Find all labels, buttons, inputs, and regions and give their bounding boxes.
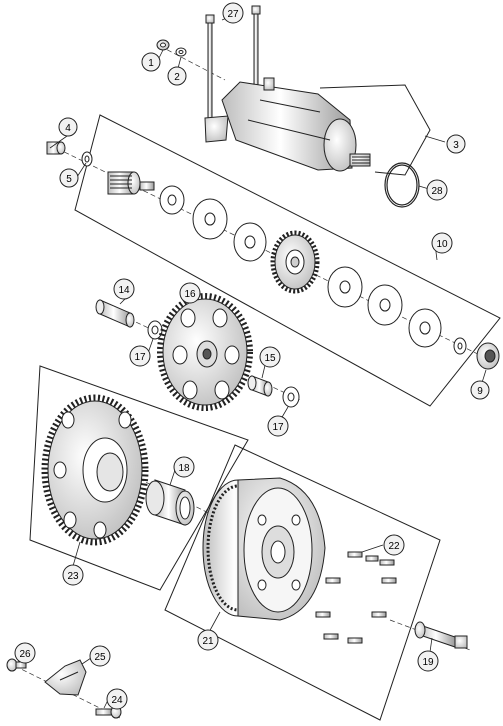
washer-10-c (233, 222, 267, 262)
callout-label-17-upper: 17 (134, 352, 146, 363)
intermediate-gear-10 (270, 230, 320, 294)
callout-19: 19 (417, 650, 439, 672)
rotor-bolts-part-22 (315, 551, 397, 644)
idler-gear-part-16 (157, 293, 253, 411)
freewheel-rotor-part-21 (202, 477, 326, 621)
callout-2: 2 (167, 66, 187, 86)
callout-23: 23 (62, 564, 84, 586)
axis-bolts (159, 45, 226, 81)
callout-21: 21 (197, 629, 219, 651)
rotor-bolt-1 (347, 551, 363, 558)
rotor-bolt-3 (379, 559, 395, 566)
callout-label-27: 27 (227, 9, 239, 20)
washer-part-2 (175, 47, 187, 57)
bracket-part-25 (44, 659, 87, 696)
callout-4: 4 (58, 117, 78, 137)
callout-17-lower: 17 (267, 415, 289, 437)
callout-label-5: 5 (66, 174, 72, 185)
rotor-bolt-4 (325, 577, 341, 584)
washer-10-g (453, 337, 467, 355)
callout-label-21: 21 (202, 636, 214, 647)
washer-10-f (408, 308, 442, 348)
callout-label-25: 25 (94, 652, 106, 663)
washer-10-b (192, 198, 228, 240)
callout-label-10: 10 (436, 239, 448, 250)
washer-part-17-lower (282, 386, 300, 408)
frame-group-23 (29, 365, 249, 591)
washer-part-5 (81, 151, 93, 167)
callout-5: 5 (59, 168, 79, 188)
pinion-gear (107, 171, 155, 195)
callout-18: 18 (173, 456, 195, 478)
starter-bolt-right (251, 5, 261, 87)
callout-label-19: 19 (422, 657, 434, 668)
callout-label-4: 4 (65, 123, 71, 134)
starter-bolt-left (205, 14, 215, 119)
nut-part-1 (156, 39, 170, 51)
callout-label-23: 23 (67, 571, 79, 582)
callout-label-28: 28 (431, 186, 443, 197)
washer-part-17-upper (147, 320, 163, 340)
washer-10-e (367, 284, 403, 326)
needle-bearing-part-18 (145, 479, 195, 526)
callout-16: 16 (179, 282, 201, 304)
callout-label-24: 24 (111, 695, 123, 706)
callout-label-1: 1 (148, 58, 154, 69)
sleeve-part-15 (247, 375, 273, 397)
callout-1: 1 (141, 52, 161, 72)
callout-26: 26 (14, 642, 36, 664)
callout-label-9: 9 (477, 386, 483, 397)
callout-label-16: 16 (184, 289, 196, 300)
callout-label-14: 14 (118, 285, 130, 296)
rotor-bolt-8 (323, 633, 339, 640)
callout-label-22: 22 (388, 541, 400, 552)
washer-10-d (327, 266, 363, 308)
callout-17-upper: 17 (129, 345, 151, 367)
frame-group-3 (319, 84, 431, 176)
bearing-part-9 (476, 342, 500, 370)
bushing-part-4 (46, 141, 66, 155)
callout-label-17-lower: 17 (272, 422, 284, 433)
callout-label-3: 3 (453, 140, 459, 151)
frame-group-10 (74, 114, 501, 407)
callout-27: 27 (222, 2, 244, 24)
callout-3: 3 (446, 134, 466, 154)
frame-group-21 (164, 444, 441, 721)
callout-22: 22 (383, 534, 405, 556)
washer-10-a (159, 185, 185, 215)
callout-15: 15 (259, 346, 281, 368)
rotor-bolt-5 (381, 577, 397, 584)
callout-14: 14 (113, 278, 135, 300)
freewheel-gear-part-23 (41, 394, 149, 546)
callout-label-18: 18 (178, 463, 190, 474)
callout-label-15: 15 (264, 353, 276, 364)
callout-24: 24 (106, 688, 128, 710)
callout-25: 25 (89, 645, 111, 667)
callout-label-2: 2 (174, 72, 180, 83)
rotor-bolt-7 (371, 611, 387, 618)
rotor-bolt-6 (315, 611, 331, 618)
sleeve-part-14 (95, 299, 135, 328)
callout-label-26: 26 (19, 649, 31, 660)
starter-motor (204, 77, 371, 172)
bolt-part-19 (414, 621, 468, 649)
rotor-bolt-2 (365, 555, 379, 562)
callout-28: 28 (426, 179, 448, 201)
callout-9: 9 (470, 380, 490, 400)
o-ring-part-28 (384, 162, 420, 208)
callout-10: 10 (431, 232, 453, 254)
rotor-bolt-9 (347, 637, 363, 644)
